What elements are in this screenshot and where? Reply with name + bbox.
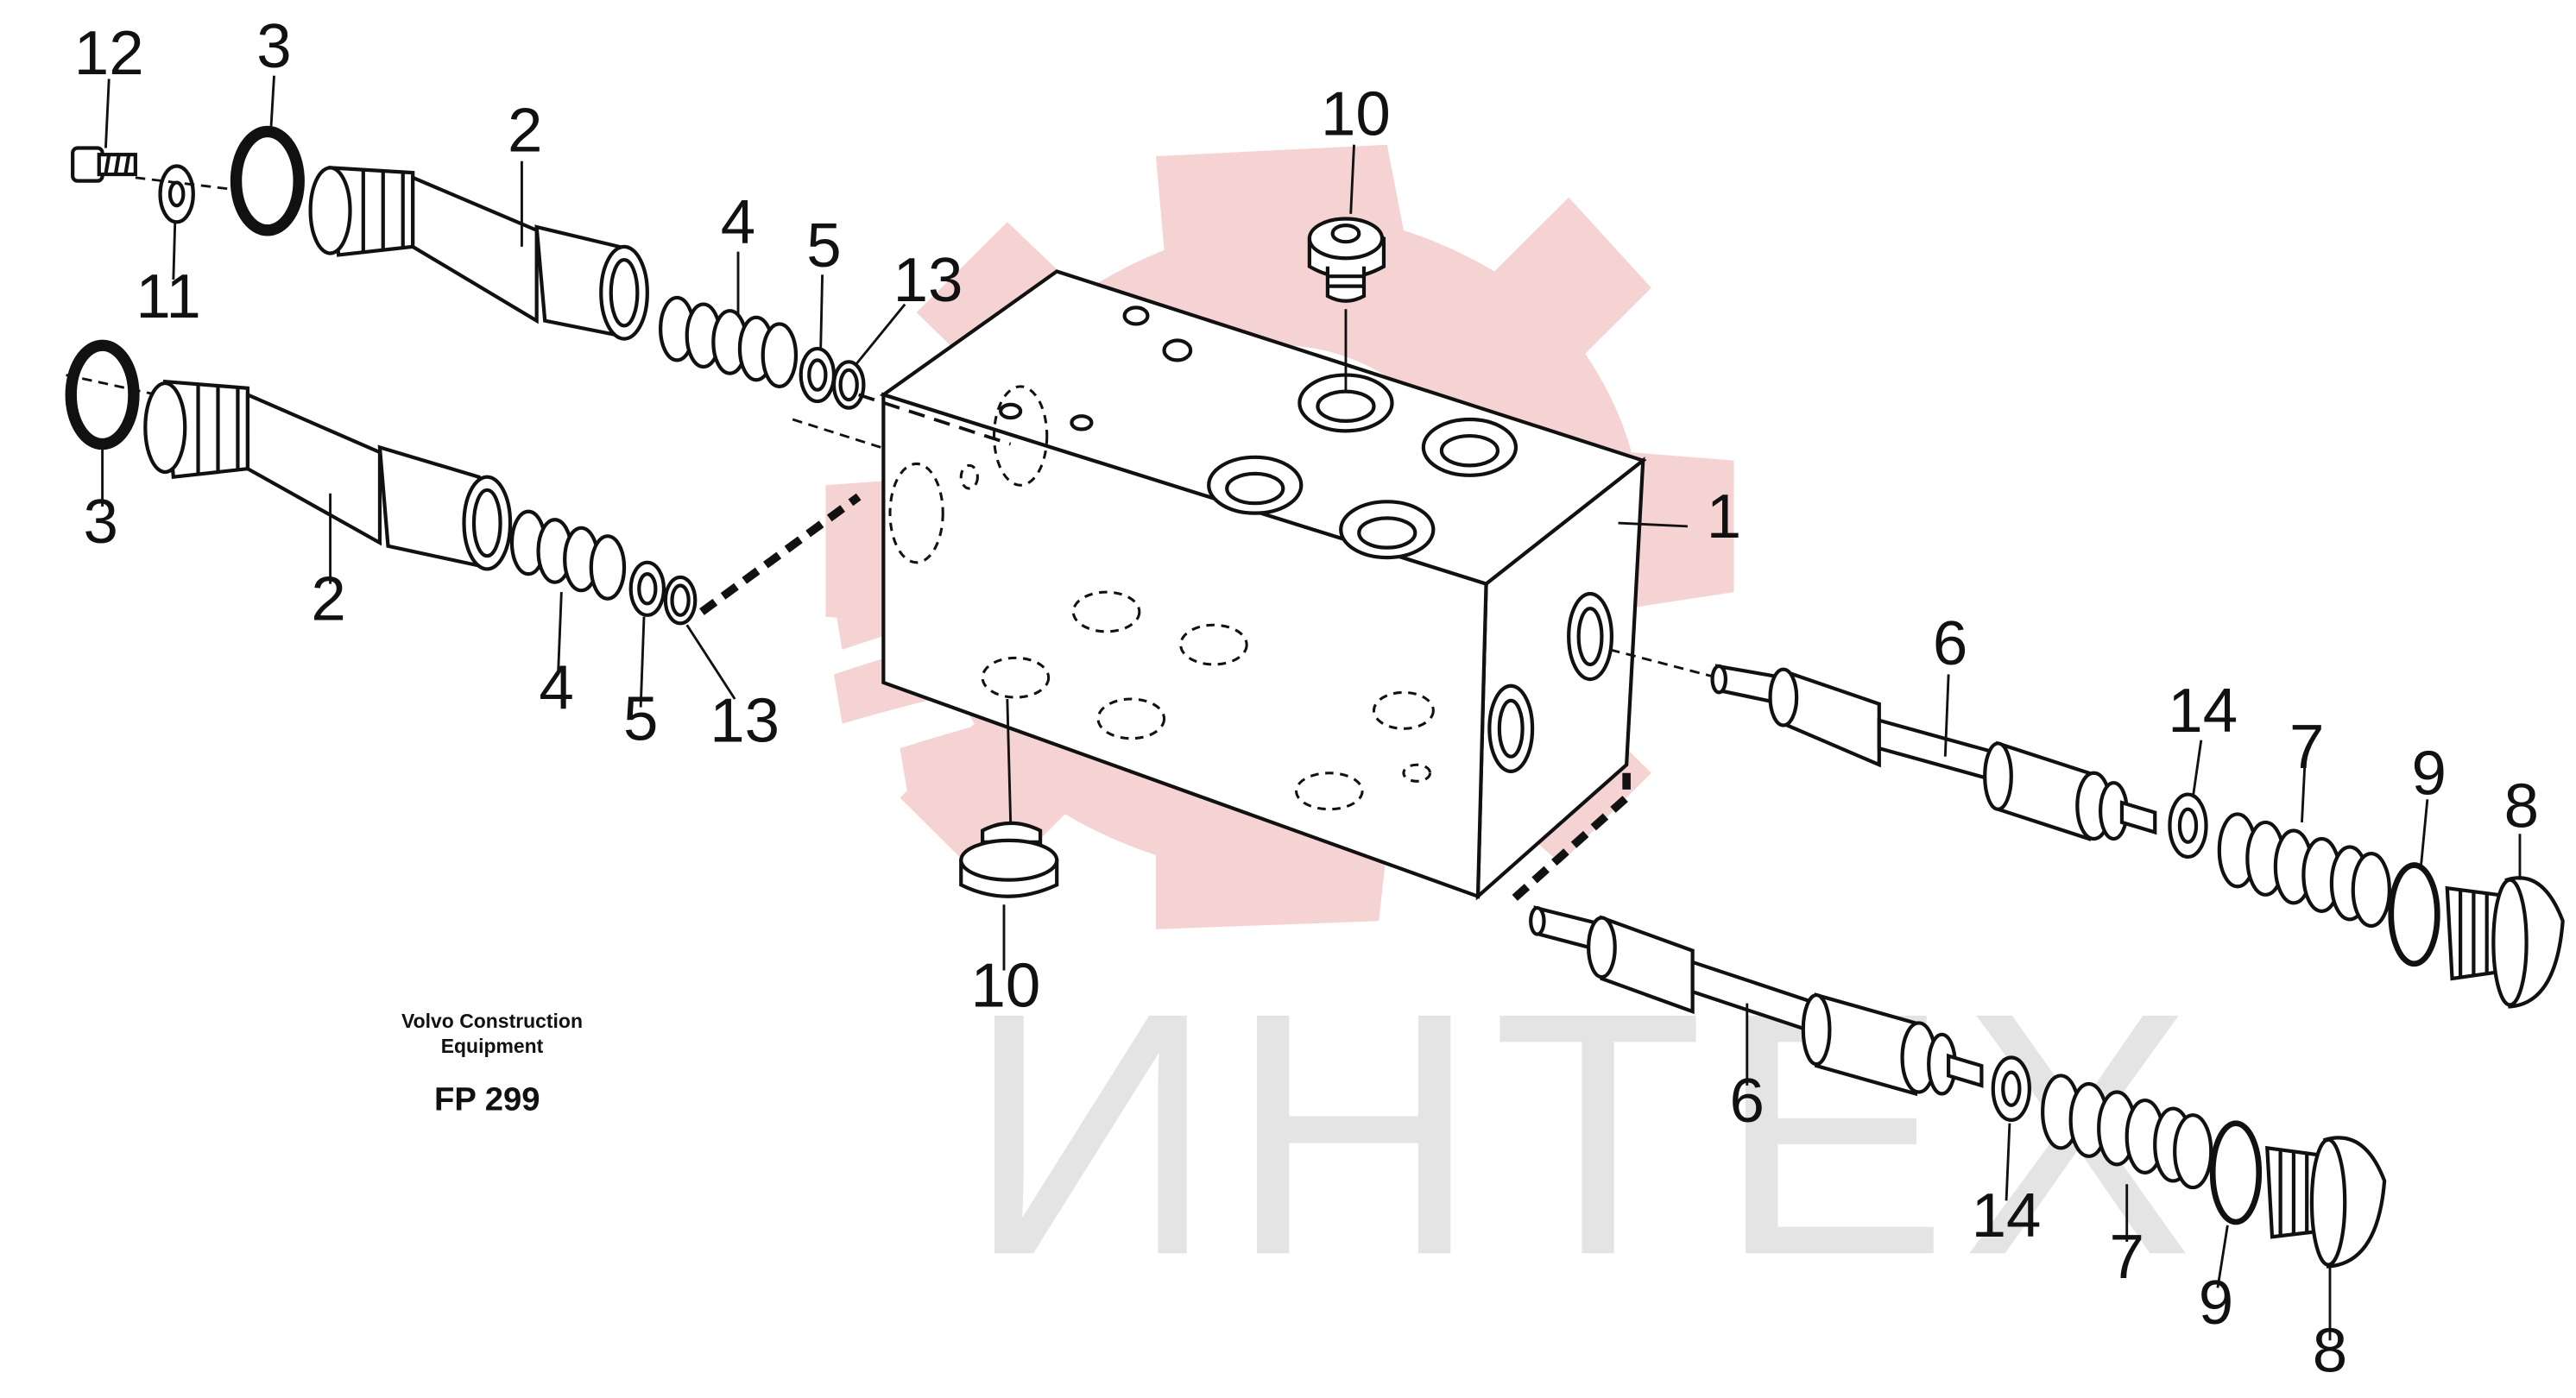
callout-5-upper: 5 [806,211,841,280]
spring-7-upper [2217,812,2391,929]
callout-11: 11 [136,261,200,331]
spring-4-upper [659,295,799,388]
callout-13-lower: 13 [710,686,780,756]
callout-12: 12 [74,18,144,88]
callout-8-upper: 8 [2504,771,2539,841]
callout-7-lower: 7 [2109,1222,2144,1292]
callout-6-lower: 6 [1730,1066,1765,1136]
caption-block: Volvo Construction Equipment FP 299 [401,1010,583,1118]
right-lower-spool-assembly [1508,772,2387,1269]
caption-maker-line2: Equipment [441,1035,544,1057]
o-ring-3-lower [65,339,140,450]
callout-9-upper: 9 [2412,739,2447,809]
spool-6-lower [1529,905,1984,1097]
plug-10-bottom [959,698,1059,898]
plug-8-upper [2445,876,2565,1009]
figure-id: FP 299 [434,1081,540,1118]
callout-4-lower: 4 [539,653,573,723]
cartridge-body-2-lower [143,379,513,571]
callout-13-upper: 13 [893,245,963,315]
callout-14-lower: 14 [1972,1181,2042,1250]
spring-4-lower [509,509,627,601]
leader-lines [101,75,2522,1341]
caption-maker-line1: Volvo Construction [401,1010,583,1032]
screw-12 [71,146,137,183]
callout-5-lower: 5 [623,684,658,754]
callout-4-upper: 4 [721,187,755,257]
callout-8-lower: 8 [2313,1316,2347,1386]
valve-block-1 [858,269,1647,901]
callout-3-lower: 3 [83,487,117,557]
callout-1: 1 [1707,482,1741,551]
upper-left-cartridge-assembly [71,125,975,479]
plug-8-lower [2265,1136,2387,1269]
plug-10-top [1307,217,1386,392]
right-upper-spool-assembly [1609,648,2565,1009]
watermark-text: ИНТЕХ [966,941,2207,1326]
spring-7-lower [2041,1074,2213,1190]
o-ring-9-upper [2388,862,2440,967]
spool-6-upper [1710,664,2157,841]
o-ring-3-upper [230,125,305,236]
lower-left-cartridge-assembly [65,339,862,626]
callout-labels: 12 3 2 11 4 5 13 3 2 4 5 13 10 10 1 6 14… [74,11,2539,1385]
o-ring-9-lower [2209,1120,2263,1225]
callout-10-top: 10 [1321,79,1391,148]
callout-2-upper: 2 [508,95,542,165]
callout-6-upper: 6 [1933,608,1967,678]
callout-9-lower: 9 [2199,1268,2233,1338]
callout-2-lower: 2 [311,564,345,634]
callout-3-upper: 3 [256,11,291,81]
callout-7-upper: 7 [2289,712,2324,782]
callout-14-upper: 14 [2168,676,2238,746]
callout-10-bottom: 10 [970,951,1040,1021]
cartridge-body-2-upper [308,166,649,341]
